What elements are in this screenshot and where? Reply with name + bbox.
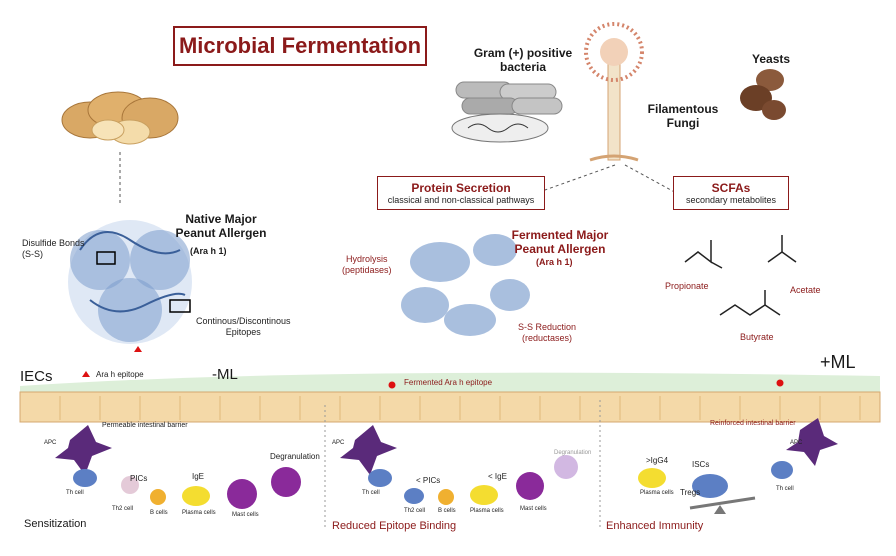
- fermented-epitope-label: Fermented Ara h epitope: [404, 378, 493, 387]
- protein-secretion-box: Protein Secretion classical and non-clas…: [377, 176, 545, 210]
- immune-cells-mid: [340, 425, 578, 505]
- section-sensitization: Sensitization: [24, 518, 87, 530]
- fermented-allergen-subtitle: (Ara h 1): [536, 257, 573, 267]
- bacteria-illustration: [451, 81, 563, 143]
- pics-label-left: PICs: [130, 474, 148, 483]
- b-cells-label-left: B cells: [150, 510, 168, 516]
- fermented-protein-fragments: [401, 234, 530, 336]
- b-cells-label-mid: B cells: [438, 508, 456, 514]
- plasma-label-mid: Plasma cells: [470, 508, 504, 514]
- propionate-label: Propionate: [665, 281, 709, 291]
- acetate-label: Acetate: [790, 285, 821, 295]
- yeast-illustration: [740, 69, 786, 120]
- th2-label-mid: Th2 cell: [404, 508, 426, 514]
- pics-label-mid: < PICs: [416, 476, 441, 485]
- hydrolysis-label: Hydrolysis (peptidases): [342, 254, 392, 275]
- degranulation-label-mid: Degranulation: [554, 450, 592, 456]
- immune-cells-left: [55, 425, 301, 509]
- butyrate-label: Butyrate: [740, 332, 774, 342]
- section-enhanced: Enhanced Immunity: [606, 520, 704, 532]
- section-reduced: Reduced Epitope Binding: [332, 520, 457, 532]
- reduction-label: S-S Reduction (reductases): [518, 322, 577, 343]
- fungi-illustration: [584, 22, 644, 162]
- native-allergen-title: Native Major Peanut Allergen: [175, 212, 267, 241]
- intestinal-layer: [19, 371, 881, 423]
- scfas-box: SCFAs secondary metabolites: [673, 176, 789, 210]
- scfas-subtitle: secondary metabolites: [685, 195, 777, 205]
- immune-cells-right: [638, 418, 838, 514]
- permeable-barrier-label: Permeable intestinal barrier: [102, 422, 188, 429]
- mast-label-mid: Mast cells: [520, 506, 547, 512]
- plasma-label-right: Plasma cells: [640, 490, 674, 496]
- page-title: Microbial Fermentation: [178, 33, 422, 58]
- yeasts-label: Yeasts: [752, 52, 791, 66]
- degranulation-label-left: Degranulation: [270, 452, 320, 461]
- th2-label-left: Th2 cell: [112, 506, 134, 512]
- fermented-allergen-title: Fermented Major Peanut Allergen: [511, 228, 609, 257]
- plus-ml-label: +ML: [820, 352, 856, 372]
- apc-label-left: APC: [44, 440, 57, 446]
- iecs-label: IECs: [20, 368, 53, 385]
- ige-label-left: IgE: [192, 472, 205, 481]
- epitopes-label: Continous/Discontinous Epitopes: [196, 316, 291, 337]
- ara-epitope-label: Ara h epitope: [96, 370, 144, 379]
- native-protein-structure: [68, 220, 192, 352]
- protein-secretion-title: Protein Secretion: [411, 181, 511, 195]
- th-label-left: Th cell: [66, 490, 84, 496]
- iscs-label: ISCs: [692, 460, 710, 469]
- reinforced-barrier-label: Reinforced intestinal barrier: [710, 420, 796, 427]
- title-box: Microbial Fermentation: [173, 26, 427, 66]
- gram-positive-label: Gram (+) positive bacteria: [473, 46, 573, 75]
- disulfide-label: Disulfide Bonds (S-S): [22, 238, 85, 259]
- th-label-mid: Th cell: [362, 490, 380, 496]
- protein-secretion-subtitle: classical and non-classical pathways: [387, 195, 535, 205]
- apc-label-right: APC: [790, 440, 803, 446]
- peanut-illustration: [61, 91, 179, 145]
- minus-ml-label: -ML: [212, 366, 238, 383]
- scfas-title: SCFAs: [711, 181, 751, 195]
- plasma-label-left: Plasma cells: [182, 510, 216, 516]
- ige-label-mid: < IgE: [488, 472, 507, 481]
- th-label-right: Th cell: [776, 486, 794, 492]
- igg4-label: >IgG4: [646, 456, 669, 465]
- tregs-label: Tregs: [680, 488, 701, 497]
- native-allergen-subtitle: (Ara h 1): [190, 246, 227, 256]
- mast-label-left: Mast cells: [232, 512, 259, 518]
- filamentous-fungi-label: Filamentous Fungi: [647, 102, 719, 131]
- scfa-molecules: [684, 235, 797, 316]
- apc-label-mid: APC: [332, 440, 345, 446]
